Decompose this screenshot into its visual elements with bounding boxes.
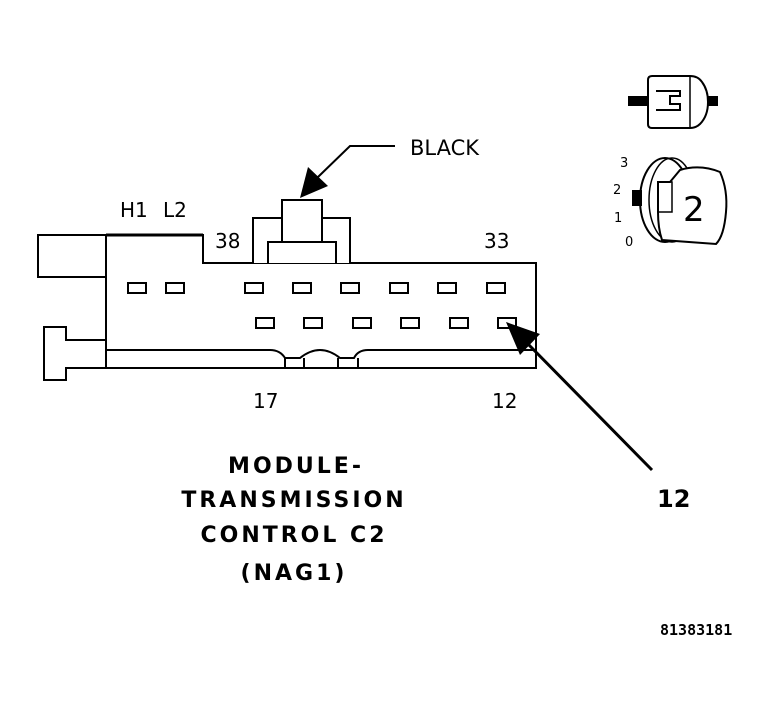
callout-arrow-head [506, 322, 540, 355]
color-label: BLACK [410, 136, 480, 160]
pin-cavity [303, 317, 323, 329]
pin-cavity [340, 282, 360, 294]
connector-icon [628, 75, 718, 129]
callout-label: 12 [657, 485, 690, 513]
pin-label-33: 33 [484, 229, 509, 253]
pin-cavity [127, 282, 147, 294]
pin-label-12: 12 [492, 389, 517, 413]
pin-cavity [389, 282, 409, 294]
title-line-2: TRANSMISSION [181, 488, 406, 513]
pin-label-l2: L2 [163, 198, 187, 222]
pin-cavity [400, 317, 420, 329]
figure-id: 81383181 [660, 621, 732, 639]
key-number: 2 [683, 190, 705, 230]
pin-cavity [255, 317, 275, 329]
locking-tab-outer [252, 199, 351, 263]
key-position-3: 3 [620, 156, 628, 171]
pin-label-h1: H1 [120, 198, 148, 222]
locking-tab-inner [267, 218, 337, 263]
latch-upper [37, 234, 107, 278]
key-position-2: 2 [613, 183, 621, 198]
pin-cavity [449, 317, 469, 329]
pin-cavity [292, 282, 312, 294]
pin-label-38: 38 [215, 229, 240, 253]
pin-cavity [244, 282, 264, 294]
latch-lower [43, 326, 107, 381]
color-leader-line [317, 145, 395, 178]
pin-cavity [437, 282, 457, 294]
pin-cavity [165, 282, 185, 294]
key-position-detail: 3 2 1 0 2 [613, 156, 728, 250]
color-arrow-head [300, 167, 328, 198]
pin-cavity [352, 317, 372, 329]
title-line-1: MODULE- [228, 454, 364, 479]
callout-leader-line [526, 342, 654, 472]
pin-label-17: 17 [253, 389, 278, 413]
title-line-3: CONTROL C2 [200, 523, 387, 548]
pin-cavity [486, 282, 506, 294]
key-position-1: 1 [614, 211, 622, 226]
key-position-0: 0 [625, 235, 633, 250]
title-line-4: (NAG1) [241, 561, 348, 586]
lower-rail [106, 349, 536, 359]
